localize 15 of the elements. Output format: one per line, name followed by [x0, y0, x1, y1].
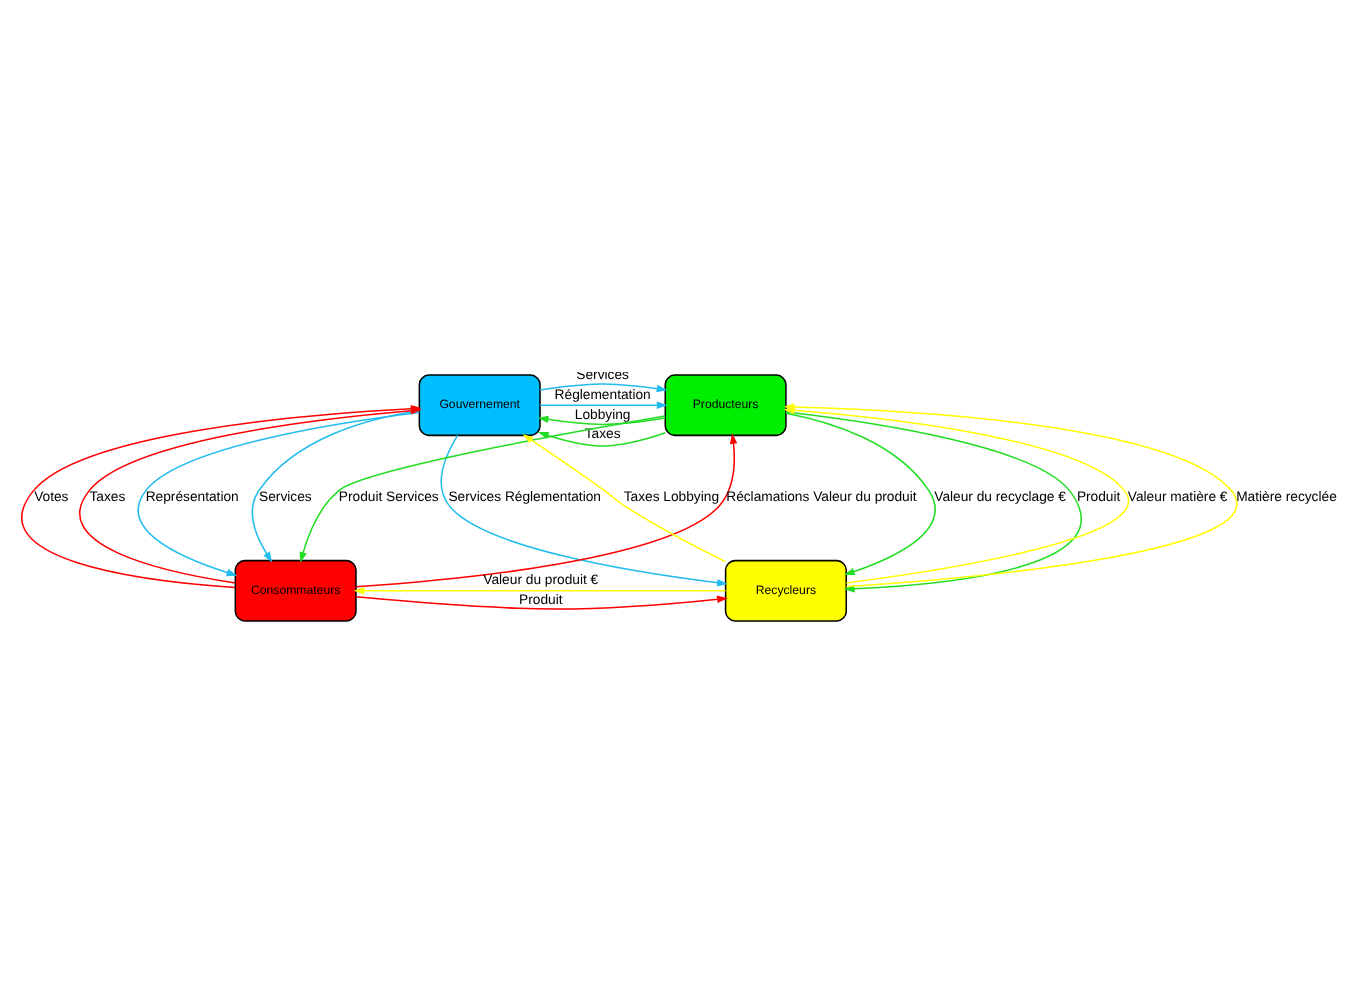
arrow — [522, 433, 727, 562]
arrow — [355, 432, 738, 587]
arrow — [79, 406, 422, 583]
arrow — [537, 414, 666, 425]
arrow — [353, 586, 727, 594]
arrow — [785, 410, 1082, 592]
arrow — [137, 410, 420, 576]
arrow — [355, 594, 728, 609]
arrow — [440, 433, 728, 586]
arrow — [251, 409, 421, 562]
arrow — [539, 382, 668, 392]
arrow — [785, 411, 936, 575]
arrow — [539, 400, 668, 408]
arrow — [537, 430, 666, 446]
arrow — [299, 414, 666, 562]
